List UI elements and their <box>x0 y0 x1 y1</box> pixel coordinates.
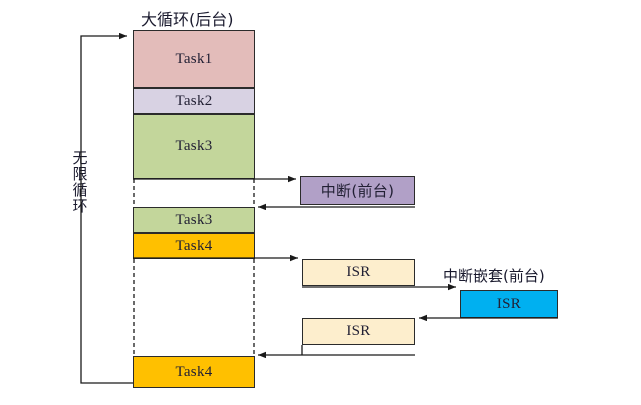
task-block-task4-resumed: Task4 <box>133 356 255 388</box>
isr-box-lower: ISR <box>302 318 415 345</box>
nested-isr-box: ISR <box>460 290 558 318</box>
infinite-loop-label: 无限循环 <box>70 150 89 214</box>
interrupt-handler-box: 中断(前台) <box>300 176 415 205</box>
task-block-task4-first: Task4 <box>133 233 255 259</box>
isr-box-upper: ISR <box>302 259 415 286</box>
task-block-task2: Task2 <box>133 88 255 114</box>
task-block-task1: Task1 <box>133 30 255 88</box>
task-block-task3-first: Task3 <box>133 114 255 179</box>
diagram-title-main-loop: 大循环(后台) <box>141 10 234 29</box>
nested-interrupt-foreground-label: 中断嵌套(前台) <box>443 267 545 285</box>
task-block-task3-resumed: Task3 <box>133 207 255 233</box>
